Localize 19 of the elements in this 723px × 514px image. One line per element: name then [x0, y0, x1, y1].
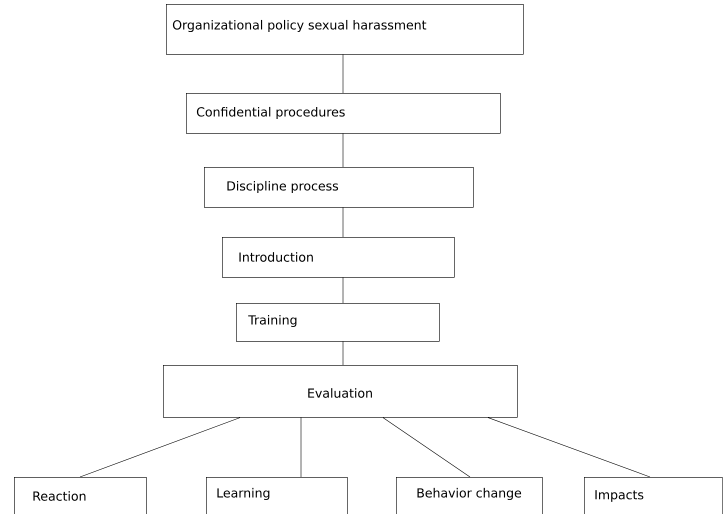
- connector-line: [382, 417, 470, 478]
- connector-line: [488, 417, 650, 478]
- connector-line: [342, 133, 344, 168]
- process-box: Discipline process: [204, 167, 474, 208]
- process-box: Reaction: [14, 477, 147, 514]
- connector-line: [80, 417, 240, 478]
- process-box: Evaluation: [163, 365, 518, 418]
- process-box: Introduction: [222, 237, 455, 278]
- connector-line: [342, 207, 344, 238]
- process-box: Learning: [206, 477, 348, 514]
- process-box: Behavior change: [396, 477, 543, 514]
- connector-line: [342, 277, 344, 304]
- connector-line: [342, 54, 344, 94]
- process-box: Training: [236, 303, 440, 342]
- connector-line: [342, 341, 344, 366]
- process-box: Organizational policy sexual harassment: [166, 4, 524, 55]
- process-box: Impacts: [584, 477, 723, 514]
- process-box: Confidential procedures: [186, 93, 501, 134]
- connector-line: [300, 417, 302, 478]
